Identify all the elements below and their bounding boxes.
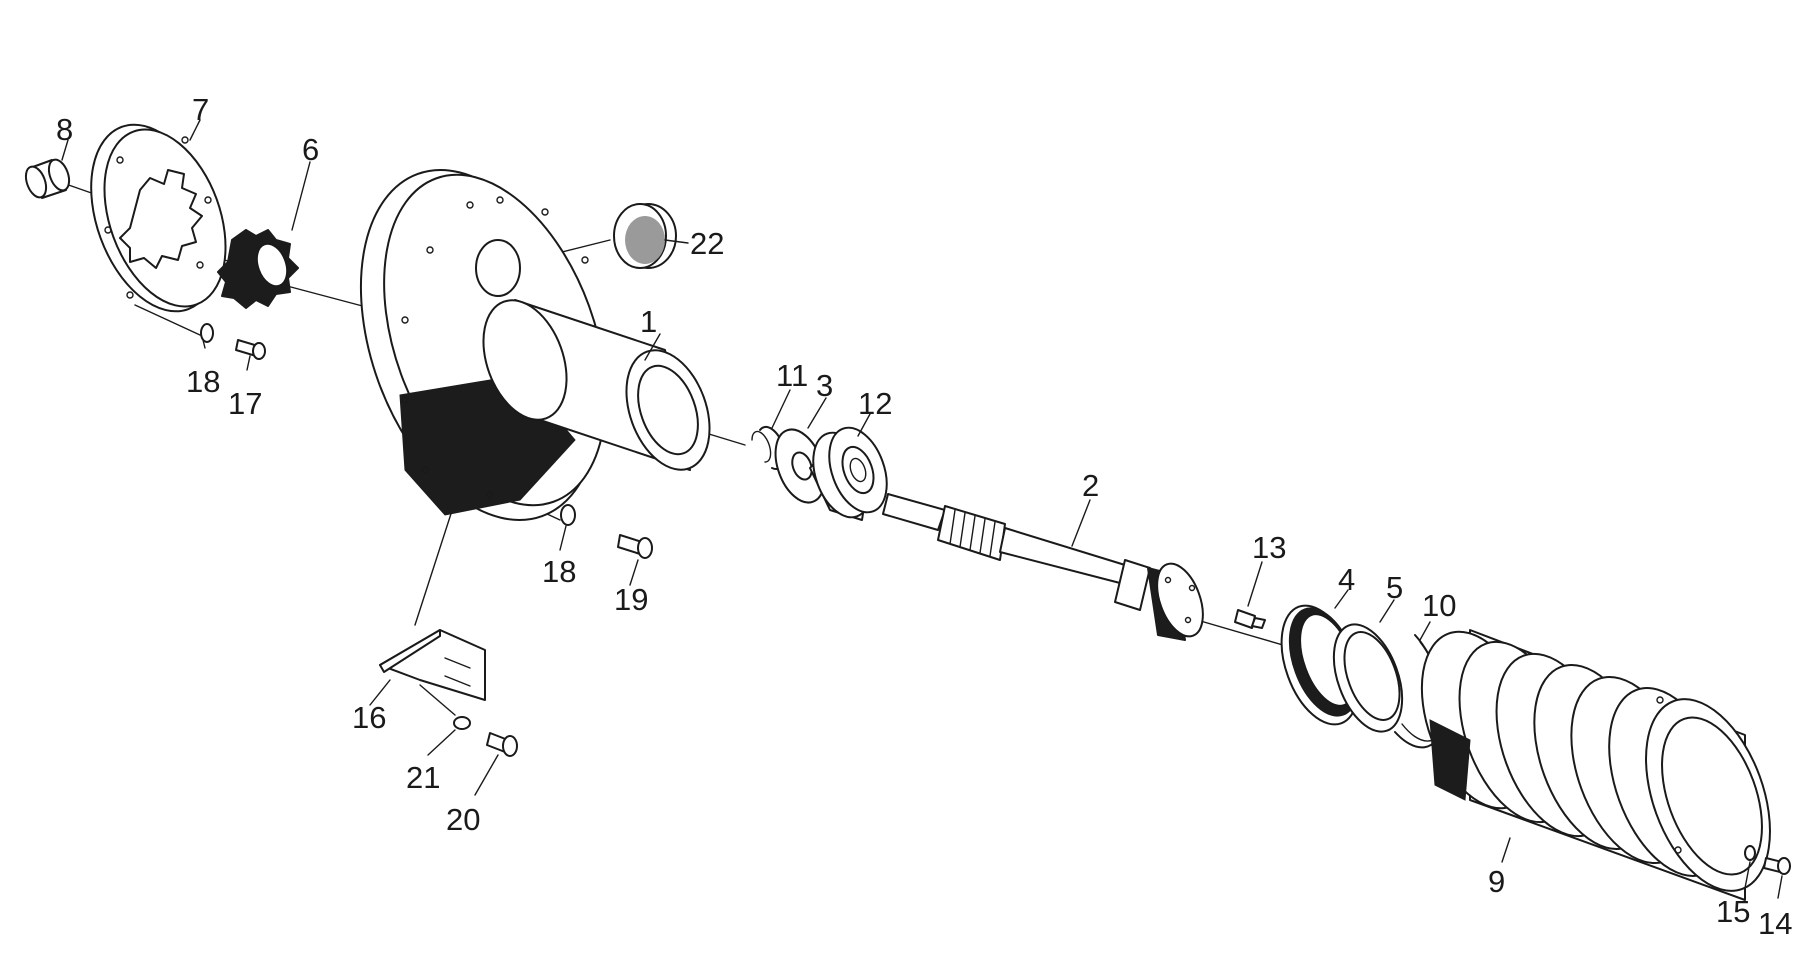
label-part-14: 14 — [1758, 906, 1792, 941]
part-13-grease-nipple — [1234, 609, 1266, 629]
label-part-12: 12 — [858, 386, 892, 421]
label-part-2: 2 — [1082, 468, 1099, 503]
part-16-bracket — [379, 629, 486, 701]
part-22-plug — [613, 203, 677, 269]
label-part-16: 16 — [352, 700, 386, 735]
label-part-7: 7 — [192, 92, 209, 127]
part-18-washer-a — [200, 323, 214, 343]
label-part-13: 13 — [1252, 530, 1286, 565]
label-part-22: 22 — [690, 226, 724, 261]
label-part-10: 10 — [1422, 588, 1456, 623]
label-part-9: 9 — [1488, 864, 1505, 899]
part-5-ring — [1332, 623, 1404, 733]
leader-lines — [61, 119, 1783, 899]
label-part-21: 21 — [406, 760, 440, 795]
part-8-bushing — [24, 158, 71, 199]
part-18-washer-b — [560, 504, 576, 526]
label-part-8: 8 — [56, 112, 73, 147]
label-part-3: 3 — [816, 368, 833, 403]
label-part-19: 19 — [614, 582, 648, 617]
label-part-1: 1 — [640, 304, 657, 339]
label-part-6: 6 — [302, 132, 319, 167]
label-part-4: 4 — [1338, 562, 1355, 597]
label-part-18-top: 18 — [186, 364, 220, 399]
label-part-5: 5 — [1386, 570, 1403, 605]
label-part-17: 17 — [228, 386, 262, 421]
part-9-bellows — [1420, 629, 1771, 901]
part-2-shaft — [882, 493, 1204, 641]
part-1-housing — [359, 169, 711, 521]
label-part-11: 11 — [776, 358, 808, 393]
label-part-20: 20 — [446, 802, 480, 837]
label-part-18-mid: 18 — [542, 554, 576, 589]
part-6-coupling-hub — [217, 229, 299, 309]
part-21-washer — [453, 716, 471, 730]
part-labels: 8 7 6 18 17 1 22 11 3 12 2 18 19 13 4 5 … — [56, 92, 1792, 941]
part-15-washer — [1744, 845, 1756, 861]
fasteners — [200, 323, 1791, 875]
part-12-bearing — [809, 426, 888, 521]
label-part-15: 15 — [1716, 894, 1750, 929]
part-7-flange-plate — [90, 123, 227, 313]
